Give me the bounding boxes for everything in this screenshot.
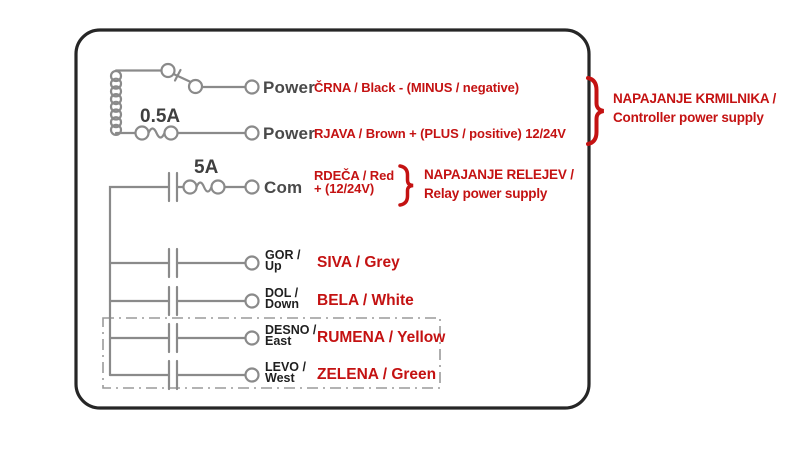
wire-color-up: SIVA / Grey — [317, 254, 400, 271]
terminal-circle-up — [244, 255, 260, 271]
terminal-label-com: Com — [264, 178, 303, 197]
annotation-controller-line1: NAPAJANJE KRMILNIKA / — [613, 91, 777, 106]
device-outline-border — [74, 28, 591, 410]
contact-icon-com — [167, 171, 179, 203]
terminal-circle-power-minus — [244, 79, 260, 95]
contact-icon-up — [167, 247, 179, 279]
curly-brace-icon-controller — [586, 76, 605, 146]
wire-color-power-minus: ČRNA / Black - (MINUS / negative) — [314, 80, 519, 95]
fuse-icon-relay — [182, 179, 226, 195]
wire-color-com-line2: + (12/24V) — [314, 181, 375, 196]
curly-brace-icon-relay — [398, 164, 414, 207]
wire-color-com: RDEČA / Red + (12/24V) — [314, 169, 394, 195]
terminal-label-east-line1: DESNO / — [265, 323, 317, 337]
terminal-label-power-plus: Power — [263, 124, 316, 143]
terminal-label-down-line1: DOL / — [265, 286, 299, 300]
contact-icon-east — [167, 322, 179, 354]
terminal-circle-west — [244, 367, 260, 383]
coil-icon — [109, 69, 123, 136]
terminal-label-west-line2: West — [265, 371, 295, 385]
terminal-label-up-line1: GOR / — [265, 248, 301, 262]
terminal-label-down-line2: Down — [265, 297, 300, 311]
fuse-rating-controller: 0.5A — [140, 106, 181, 127]
wire-color-down: BELA / White — [317, 292, 414, 309]
terminal-circle-down — [244, 293, 260, 309]
terminal-label-east-line2: East — [265, 334, 292, 348]
wire-color-com-line1: RDEČA / Red — [314, 168, 395, 183]
wire-color-power-plus: RJAVA / Brown + (PLUS / positive) 12/24V — [314, 126, 566, 141]
dashdot-group-box — [102, 317, 441, 389]
fuse-rating-relay: 5A — [194, 157, 219, 178]
terminal-circle-com — [244, 179, 260, 195]
wire-color-west: ZELENA / Green — [317, 366, 437, 383]
contact-icon-west — [167, 359, 179, 391]
fuse-icon-controller — [134, 125, 179, 141]
terminal-label-west-line1: LEVO / — [265, 360, 306, 374]
terminal-label-west: LEVO / West — [265, 360, 306, 385]
annotation-controller-supply: NAPAJANJE KRMILNIKA / Controller power s… — [613, 89, 776, 127]
terminal-label-down: DOL / Down — [265, 286, 300, 311]
terminal-label-up-line2: Up — [265, 259, 282, 273]
annotation-controller-line2: Controller power supply — [613, 110, 764, 125]
terminal-circle-power-plus — [244, 125, 260, 141]
annotation-relay-line1: NAPAJANJE RELEJEV / — [424, 167, 574, 182]
terminal-label-power-minus: Power — [263, 78, 316, 97]
terminal-circle-east — [244, 330, 260, 346]
annotation-relay-line2: Relay power supply — [424, 186, 548, 201]
bus-wire — [108, 185, 171, 377]
wire-color-east: RUMENA / Yellow — [317, 329, 446, 346]
annotation-relay-supply: NAPAJANJE RELEJEV / Relay power supply — [424, 165, 574, 203]
contact-icon-down — [167, 285, 179, 317]
switch-icon — [114, 62, 204, 95]
terminal-label-up: GOR / Up — [265, 248, 301, 273]
terminal-label-east: DESNO / East — [265, 323, 317, 348]
